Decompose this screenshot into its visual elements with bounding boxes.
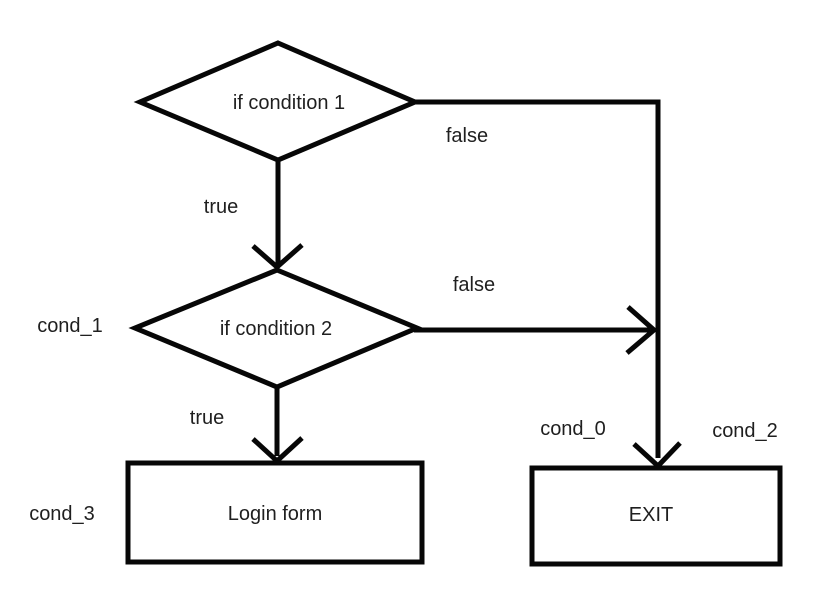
decision-condition-2-label: if condition 2 bbox=[220, 318, 332, 340]
edge-label-condition1-false: false bbox=[446, 125, 488, 147]
process-login-form bbox=[125, 460, 425, 565]
edge-label-condition2-true: true bbox=[190, 407, 224, 429]
process-exit bbox=[529, 465, 783, 567]
decision-condition-2 bbox=[128, 267, 424, 390]
annotation-cond-2: cond_2 bbox=[712, 420, 778, 442]
process-exit-label: EXIT bbox=[629, 504, 673, 526]
decision-condition-1 bbox=[133, 40, 422, 163]
edge-label-condition1-true: true bbox=[204, 196, 238, 218]
annotation-cond-1: cond_1 bbox=[37, 315, 103, 337]
annotation-cond-0: cond_0 bbox=[540, 418, 606, 440]
decision-condition-1-label: if condition 1 bbox=[233, 92, 345, 114]
process-login-form-label: Login form bbox=[228, 503, 323, 525]
edge-label-condition2-false: false bbox=[453, 274, 495, 296]
edge-condition1-false bbox=[412, 99, 661, 458]
arrowhead-into-condition2-icon bbox=[251, 243, 304, 271]
annotation-cond-3: cond_3 bbox=[29, 503, 95, 525]
arrowhead-into-exit-line-icon bbox=[625, 305, 658, 355]
